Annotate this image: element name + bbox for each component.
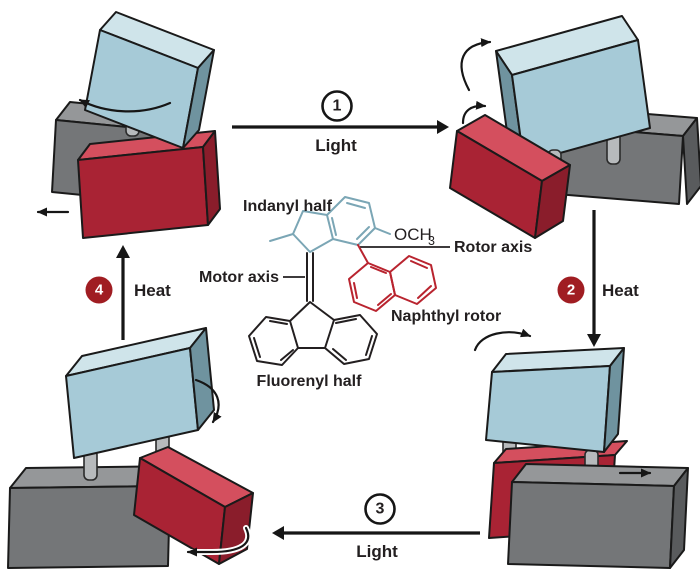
state-2-assembly (449, 15, 700, 239)
block-face-front (77, 146, 209, 239)
state-4-assembly (7, 327, 254, 569)
step-number: 3 (376, 501, 385, 518)
fluorenyl-benzene-left (248, 316, 299, 366)
molecule-structure: Indanyl half OCH 3 Rotor axis Motor axis… (199, 196, 532, 390)
fluorenyl-label: Fluorenyl half (257, 373, 363, 390)
rotor-axis-label: Rotor axis (454, 239, 532, 256)
step-number: 1 (333, 98, 342, 115)
step-arrowhead (116, 245, 130, 258)
state-3-assembly (473, 328, 689, 569)
step-label: Light (315, 136, 357, 155)
indanyl-methyl-bond (269, 233, 294, 242)
naphthyl-ring-2 (389, 255, 437, 305)
fluorenyl-benzene-right (324, 314, 378, 365)
state-1-assembly (36, 11, 221, 239)
och3-subscript: 3 (428, 234, 435, 248)
block-face-side (182, 49, 215, 149)
step-label: Heat (602, 281, 639, 300)
rotation-arrow (194, 378, 222, 424)
motor-axis-double-bond (306, 252, 314, 302)
naphthyl-double-bonds (353, 260, 432, 306)
block-face-side (189, 327, 215, 431)
naphthyl-rotor-rings (348, 244, 437, 312)
block-face-front (7, 485, 171, 569)
step-number-badge (85, 276, 113, 304)
rotation-arrow (78, 98, 172, 113)
step-number: 2 (567, 282, 575, 299)
naphthyl-label: Naphthyl rotor (391, 308, 501, 325)
indanyl-double-bonds (331, 202, 370, 240)
block-face-side (603, 347, 625, 453)
step-number-badge (364, 493, 396, 525)
och3-label: OCH (394, 225, 432, 244)
naphthyl-rotor-block (77, 130, 221, 239)
block-face-front (485, 365, 611, 453)
rotation-arrow (460, 38, 492, 92)
block-face-front (507, 481, 675, 569)
step-number: 4 (95, 282, 104, 299)
step-3: 3 Light (272, 493, 480, 561)
stator-block (507, 463, 689, 569)
block-face-front (511, 39, 651, 164)
rotation-arrow (473, 328, 532, 352)
indanyl-block (65, 327, 215, 459)
step-4: 4 Heat (85, 245, 171, 340)
block-face-side (534, 164, 571, 239)
step-arrowhead (437, 120, 449, 134)
naphthyl-rotor-block (449, 114, 571, 239)
naphthyl-attachment-bond (357, 244, 369, 264)
indanyl-block (84, 11, 215, 149)
rotation-arrow (461, 100, 487, 125)
fluorenyl-cyclopentane-ring (289, 301, 335, 349)
double-bond-lines (306, 252, 314, 302)
motor-axis-label: Motor axis (199, 269, 279, 286)
step-number-badge (321, 90, 353, 122)
block-face-side (669, 467, 689, 569)
step-2: 2 Heat (557, 210, 639, 347)
step-1: 1 Light (232, 90, 449, 155)
indanyl-block (495, 15, 651, 164)
block-face-side (202, 130, 221, 226)
indanyl-half-rings (269, 196, 391, 253)
step-number-badge (557, 276, 585, 304)
translation-arrow (186, 526, 250, 557)
fluorenyl-double-bonds (253, 318, 373, 361)
naphthyl-ring-1 (348, 262, 396, 312)
step-arrowhead (587, 334, 601, 347)
indanyl-block (485, 347, 625, 453)
step-label: Heat (134, 281, 171, 300)
indanyl-label: Indanyl half (243, 198, 333, 215)
block-face-side (682, 117, 700, 205)
och3-bond (374, 227, 391, 235)
step-arrowhead (272, 526, 284, 540)
step-label: Light (356, 542, 398, 561)
fluorenyl-half-rings (248, 301, 378, 366)
